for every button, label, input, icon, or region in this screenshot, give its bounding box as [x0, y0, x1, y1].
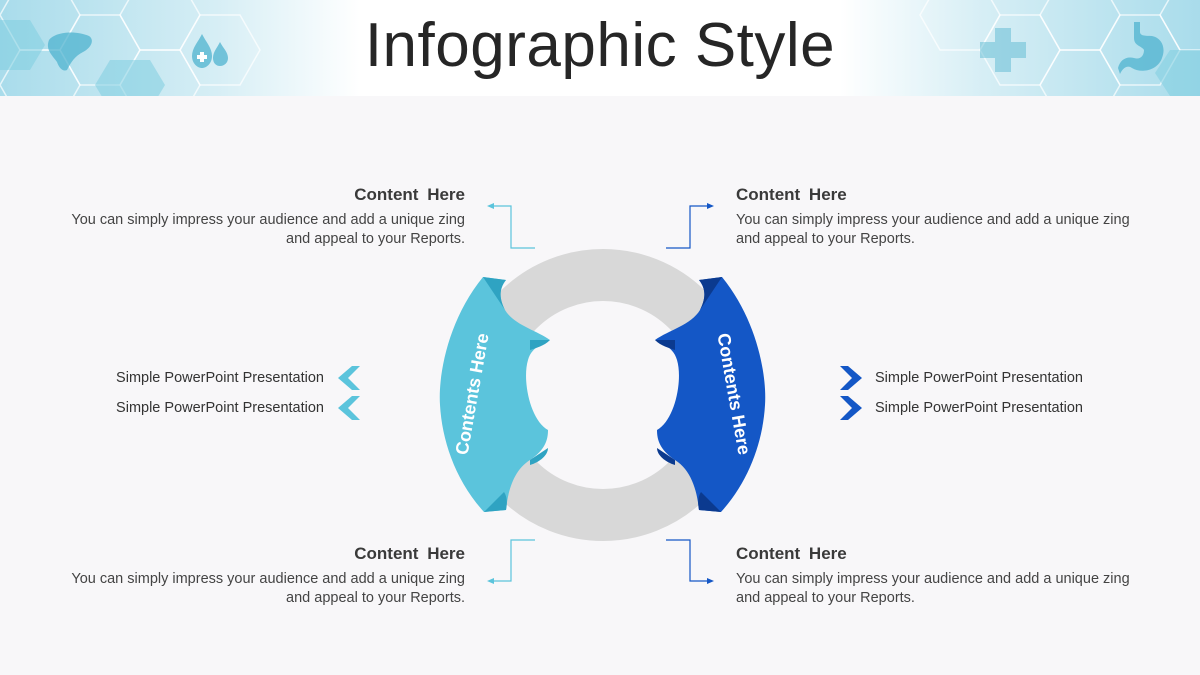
page-title: Infographic Style	[364, 11, 836, 80]
connector-top-right	[666, 205, 711, 249]
side-item-left-2: Simple PowerPoint Presentation	[116, 400, 324, 416]
drops-icon	[192, 34, 228, 68]
chevron-left-icon	[338, 396, 360, 420]
arrowhead-bottom-left	[487, 578, 494, 584]
block-heading: Content Here	[736, 544, 847, 563]
chevron-left-icon	[338, 366, 360, 390]
connector-top-left	[489, 205, 535, 249]
left-ribbon	[439, 277, 550, 512]
medical-cross-icon	[980, 28, 1026, 72]
content-block-top-right: Content Here You can simply impress your…	[736, 185, 1156, 248]
chevron-right-icon	[840, 396, 862, 420]
liver-icon	[47, 32, 92, 71]
right-ribbon	[655, 277, 766, 512]
arrowhead-top-left	[487, 203, 494, 209]
content-block-bottom-left: Content Here You can simply impress your…	[45, 544, 465, 607]
block-text: You can simply impress your audience and…	[71, 212, 465, 247]
arrowhead-bottom-right	[707, 578, 714, 584]
chevron-right-icon	[840, 366, 862, 390]
hexagon-pattern	[0, 0, 1200, 96]
arrowhead-top-right	[707, 203, 714, 209]
content-block-top-left: Content Here You can simply impress your…	[45, 185, 465, 248]
block-text: You can simply impress your audience and…	[71, 571, 465, 606]
stomach-icon	[1118, 22, 1164, 74]
content-block-bottom-right: Content Here You can simply impress your…	[736, 544, 1156, 607]
side-item-right-1: Simple PowerPoint Presentation	[875, 370, 1083, 386]
block-heading: Content Here	[736, 185, 847, 204]
left-chevrons	[338, 366, 360, 420]
connector-bottom-left	[489, 539, 535, 582]
block-text: You can simply impress your audience and…	[736, 212, 1130, 247]
block-heading: Content Here	[354, 544, 465, 563]
header-banner	[0, 0, 1200, 96]
block-heading: Content Here	[354, 185, 465, 204]
side-item-left-1: Simple PowerPoint Presentation	[116, 370, 324, 386]
block-text: You can simply impress your audience and…	[736, 571, 1130, 606]
connector-bottom-right	[666, 539, 711, 582]
side-item-right-2: Simple PowerPoint Presentation	[875, 400, 1083, 416]
right-chevrons	[840, 366, 862, 420]
